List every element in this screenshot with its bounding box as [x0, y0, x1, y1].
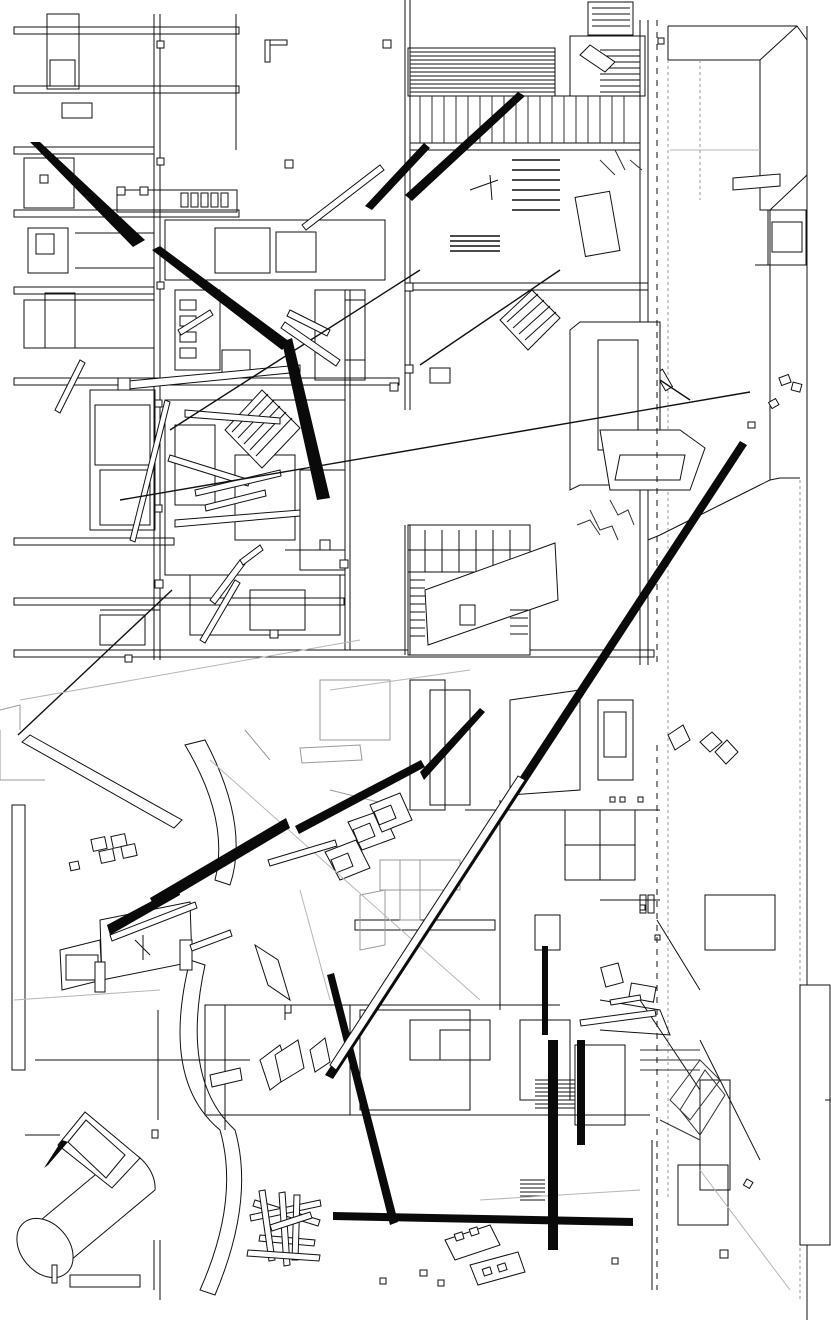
scatter-chairs-upper [576, 149, 643, 541]
middle-frame-walls [354, 679, 660, 1010]
atrium-scattered-beams [54, 309, 331, 644]
central-cabinet-volume [569, 190, 706, 491]
balustrade-posts [419, 96, 625, 143]
top-left-walls [23, 13, 238, 660]
middle-diamond-panels [667, 724, 739, 765]
bottom-debris-boxes [379, 1224, 526, 1287]
right-lower-tall-panel [799, 984, 831, 1246]
tilted-stair-block-upper [499, 44, 616, 351]
mid-stair-treads [410, 579, 528, 637]
lower-tilted-panels [209, 943, 331, 1091]
top-left-small-marks [39, 39, 399, 663]
white-outlined-beams [109, 164, 657, 1071]
mid-column-lines [159, 525, 653, 1300]
thin-diagonal-lines [17, 269, 751, 736]
curved-wall-upper [184, 739, 237, 886]
lower-left-framework [25, 1004, 292, 1290]
floor-stair-fragments [450, 159, 560, 252]
cluster-boxes-left [68, 833, 138, 872]
right-stair-profile [647, 477, 800, 541]
right-wing-debris [654, 368, 803, 429]
left-tall-panel [11, 804, 26, 1071]
stick-pile-bottom [246, 1189, 322, 1267]
faint-long-lines [13, 149, 791, 1291]
right-wing-dotted-lines [667, 60, 801, 1300]
mid-stair-hall [407, 524, 559, 656]
top-stair-treads [410, 7, 640, 93]
atrium-small-block-marks [117, 377, 349, 639]
left-diagonal-wall [21, 734, 183, 829]
middle-tilted-cabinets [324, 792, 413, 881]
lower-central-room [204, 1004, 650, 1130]
right-lower-lattice [640, 1049, 726, 1141]
floating-panel-right [732, 173, 781, 191]
left-faint-corner [0, 704, 45, 781]
upper-small-blocks [382, 37, 665, 384]
cylinder-tank [16, 1111, 156, 1288]
